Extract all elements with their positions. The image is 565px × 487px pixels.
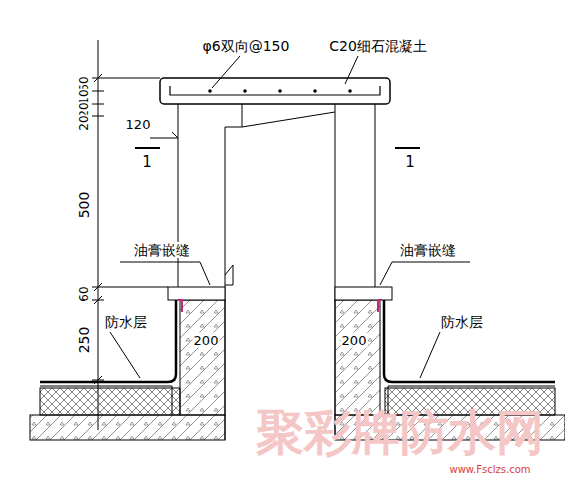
- annotation-label: 油膏嵌缝: [399, 242, 457, 258]
- dimension-text: 500: [76, 191, 92, 220]
- annotation-label: 防水层: [104, 314, 148, 330]
- dimension-text: 60: [77, 285, 91, 302]
- annotation-label: 120: [125, 117, 152, 132]
- annotation-label: 200: [341, 333, 368, 348]
- annotation-label: 防水层: [440, 314, 484, 330]
- dimension-text: 20: [77, 114, 91, 131]
- dimension-text: 250: [76, 326, 92, 355]
- annotation-label: www.Fsclzs.com: [448, 464, 531, 476]
- watermark: 聚彩牌防水网: [256, 408, 544, 456]
- annotation-label: 油膏嵌缝: [133, 242, 191, 258]
- annotation-label: φ6双向@150: [202, 38, 291, 54]
- annotation-label: C20细石混凝土: [328, 38, 428, 54]
- annotation-label: 1: [141, 154, 153, 171]
- annotation-label: 1: [404, 154, 416, 171]
- annotation-label: 200: [193, 333, 220, 348]
